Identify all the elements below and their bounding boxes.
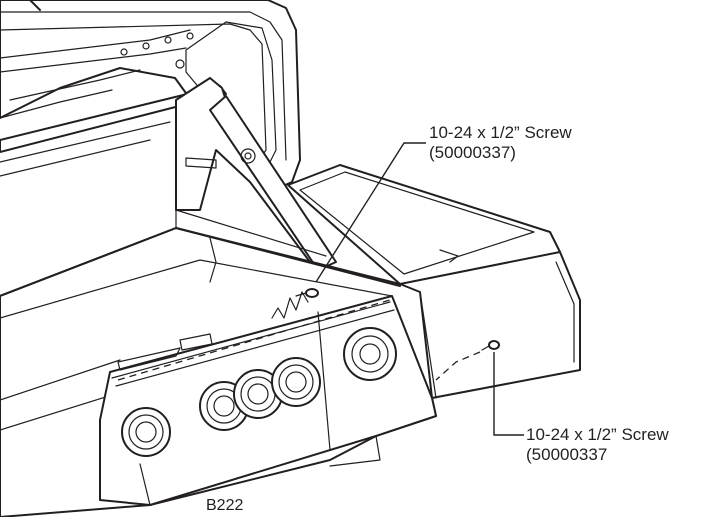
- side-shelf: [287, 164, 581, 399]
- top-screw-leader: [315, 142, 426, 283]
- warming-rack: [0, 85, 227, 177]
- callout-leaders: [315, 142, 524, 436]
- side-screw-label: 10-24 x 1/2” Screw: [526, 425, 669, 444]
- side-screw-part-number: (50000337: [526, 445, 608, 464]
- top-screw-callout: 10-24 x 1/2” Screw (50000337): [429, 123, 572, 163]
- control-panel: [99, 295, 437, 506]
- control-knob: [271, 357, 321, 407]
- top-screw-part-number: (50000337): [429, 143, 516, 162]
- side-screw-leader: [493, 352, 524, 436]
- control-knob: [121, 407, 171, 457]
- ignitor-wire: [271, 291, 309, 319]
- figure-code: B222: [206, 497, 244, 514]
- control-knob: [343, 327, 397, 381]
- screw-path-dashed: [435, 351, 481, 381]
- body-lower-edge: [329, 435, 381, 467]
- side-screw-callout: 10-24 x 1/2” Screw (50000337: [526, 425, 669, 465]
- top-screw-label: 10-24 x 1/2” Screw: [429, 123, 572, 142]
- top-screw: [295, 288, 319, 298]
- side-screw: [481, 340, 500, 351]
